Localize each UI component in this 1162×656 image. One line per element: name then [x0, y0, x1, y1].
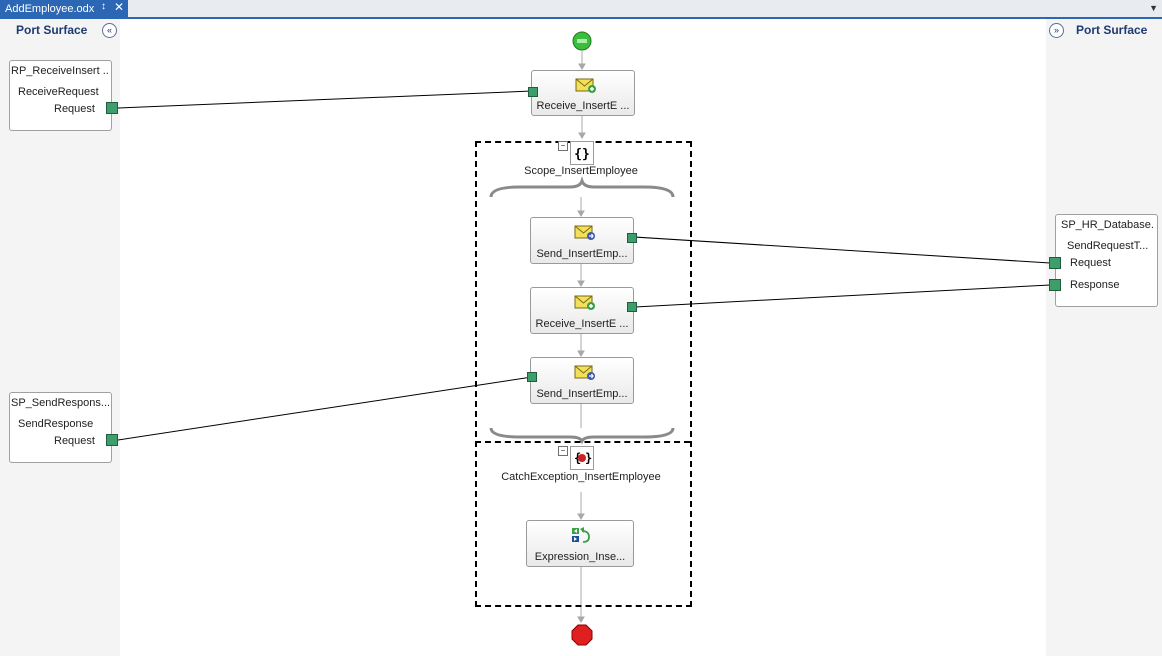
shape-port-terminal[interactable] [627, 302, 637, 312]
right-port-surface: » Port Surface [1046, 19, 1162, 656]
send-insertemployee-shape[interactable]: Send_InsertEmp... [530, 217, 634, 264]
svg-text:{: { [574, 451, 581, 465]
scope-braces-icon[interactable]: {} [570, 141, 594, 165]
catch-label: CatchException_InsertEmployee [501, 471, 661, 483]
shape-label: Send_InsertEmp... [536, 388, 628, 400]
port-connector-line [633, 284, 1051, 308]
flow-arrows [577, 51, 586, 623]
port-operation: ReceiveRequest [18, 86, 99, 98]
port-connector-line [117, 90, 533, 109]
shape-label: Receive_InsertE ... [535, 318, 629, 330]
shape-port-terminal[interactable] [627, 233, 637, 243]
send-message-icon [574, 365, 595, 380]
port-message: Response [1070, 279, 1120, 291]
expression-icon [572, 527, 590, 543]
tab-underline [0, 17, 1162, 19]
right-port-surface-title: Port Surface [1076, 23, 1148, 37]
shape-label: Receive_InsertE ... [536, 100, 630, 112]
shape-label: Send_InsertEmp... [536, 248, 628, 260]
port-operation: SendResponse [18, 418, 94, 430]
receive-message-icon [574, 295, 595, 310]
port-name: SP_HR_Database... [1061, 219, 1155, 231]
port-rp-receiveinsert[interactable]: RP_ReceiveInsert ... ReceiveRequest Requ… [9, 60, 112, 131]
stop-octagon-icon[interactable] [571, 624, 593, 646]
scope-label: Scope_InsertEmployee [524, 165, 638, 177]
port-sp-hr-database[interactable]: SP_HR_Database... SendRequestT... Reques… [1055, 214, 1158, 307]
send-message-icon [574, 225, 595, 240]
svg-text:{}: {} [574, 147, 590, 162]
shape-port-terminal[interactable] [527, 372, 537, 382]
port-name: SP_SendRespons... [11, 397, 109, 409]
port-message: Request [54, 435, 95, 447]
scope-catch-separator [475, 441, 690, 443]
tab-dropdown-icon[interactable]: ▼ [1149, 3, 1158, 13]
port-operation: SendRequestT... [1067, 240, 1149, 252]
port-message: Request [54, 103, 95, 115]
close-icon[interactable]: ✕ [114, 0, 125, 14]
port-message: Request [1070, 257, 1111, 269]
port-connector-line [117, 376, 533, 441]
port-terminal[interactable] [1049, 279, 1061, 291]
svg-text:}: } [585, 451, 592, 465]
catch-exception-icon[interactable]: {} [570, 446, 594, 470]
receive-insertemployee-response-shape[interactable]: Receive_InsertE ... [530, 287, 634, 334]
port-connector-line [633, 236, 1051, 264]
send-insertemployee-response-shape[interactable]: Send_InsertEmp... [530, 357, 634, 404]
tab-addemployee[interactable]: AddEmployee.odx ↕ ✕ [0, 0, 128, 17]
port-name: RP_ReceiveInsert ... [11, 65, 109, 77]
receive-insertemployee-shape[interactable]: Receive_InsertE ... [531, 70, 635, 116]
pin-icon[interactable]: ↕ [101, 1, 106, 12]
tab-title: AddEmployee.odx [5, 2, 95, 15]
port-terminal[interactable] [106, 434, 118, 446]
scope-collapse-button[interactable]: − [558, 141, 568, 151]
catch-collapse-button[interactable]: − [558, 446, 568, 456]
scope-top-brace [489, 176, 675, 198]
shape-label: Expression_Inse... [534, 551, 626, 563]
port-terminal[interactable] [106, 102, 118, 114]
document-tab-bar: AddEmployee.odx ↕ ✕ ▼ [0, 0, 1162, 17]
shape-port-terminal[interactable] [528, 87, 538, 97]
collapse-left-icon[interactable]: « [102, 23, 117, 38]
expand-right-icon[interactable]: » [1049, 23, 1064, 38]
port-sp-sendresponse[interactable]: SP_SendRespons... SendResponse Request [9, 392, 112, 463]
receive-message-icon [575, 78, 596, 93]
left-port-surface-title: Port Surface [16, 23, 88, 37]
port-terminal[interactable] [1049, 257, 1061, 269]
start-circle-highlight [577, 39, 587, 43]
expression-shape[interactable]: Expression_Inse... [526, 520, 634, 567]
